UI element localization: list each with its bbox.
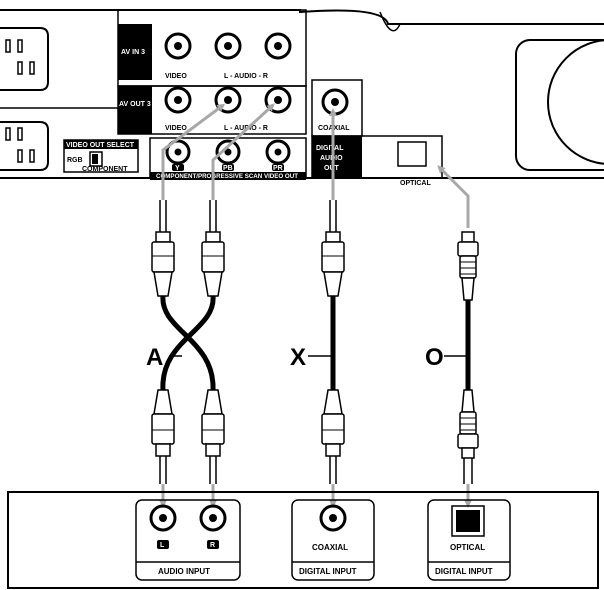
component-block: Y PB PR COMPONENT/PROGRESSIVE SCAN VIDEO…: [149, 137, 307, 180]
rgb-label: RGB: [67, 157, 83, 164]
component-pr-jack[interactable]: [265, 139, 291, 165]
av-out-label: AV OUT 3: [119, 101, 151, 108]
power-connector-bottom: [0, 121, 49, 171]
cable-a-bottom-left-plug: [151, 389, 175, 484]
component-pb-label: PB: [223, 165, 233, 172]
audio-input-l-badge: L: [160, 542, 165, 549]
cable-o-label: O: [425, 344, 444, 371]
av-in-video-label: VIDEO: [165, 73, 187, 80]
digital-input-coax-label: DIGITAL INPUT: [299, 567, 357, 576]
cable-a: A: [146, 200, 225, 484]
coaxial-input-block: COAXIAL DIGITAL INPUT: [291, 499, 375, 581]
av-out-audio-l-jack[interactable]: [214, 86, 242, 114]
av-in-video-jack[interactable]: [164, 32, 192, 60]
av-in-audio-r-jack[interactable]: [264, 32, 292, 60]
receiver-panel: [7, 491, 599, 589]
component-y-label: Y: [175, 165, 180, 172]
video-out-select: VIDEO OUT SELECT RGB COMPONENT: [63, 139, 139, 173]
cable-a-top-right-plug: [201, 200, 225, 297]
connection-arrows: [159, 103, 472, 508]
audio-input-r-badge: R: [210, 542, 215, 549]
av-out-video-label: VIDEO: [165, 125, 187, 132]
coaxial-input-label: COAXIAL: [312, 543, 348, 552]
optical-input-port[interactable]: [451, 505, 485, 537]
audio-input-block: L R AUDIO INPUT: [135, 499, 241, 581]
av-out-3-block: AV OUT 3 VIDEO L - AUDIO - R: [117, 85, 307, 135]
power-connector-top: [0, 27, 49, 91]
audio-input-r-jack[interactable]: [199, 504, 227, 532]
cable-x-label: X: [290, 344, 306, 371]
cable-a-bottom-right-plug: [201, 389, 225, 484]
optical-input-label: OPTICAL: [450, 543, 485, 552]
cable-o: O: [425, 231, 479, 484]
digital-out-line-1: DIGITAL: [316, 145, 344, 152]
av-in-audio-l-jack[interactable]: [214, 32, 242, 60]
av-in-audio-label: L - AUDIO - R: [224, 73, 268, 80]
component-pb-jack[interactable]: [215, 139, 241, 165]
optical-out-port[interactable]: [397, 141, 427, 167]
coaxial-out-block: COAXIAL: [311, 79, 363, 137]
optical-out-label: OPTICAL: [400, 180, 431, 187]
fan-grille: [515, 39, 604, 171]
digital-input-optical-label: DIGITAL INPUT: [435, 567, 493, 576]
av-in-3-block: AV IN 3 VIDEO L - AUDIO - R: [117, 9, 307, 87]
component-scan-label: COMPONENT/PROGRESSIVE SCAN VIDEO OUT: [156, 173, 298, 180]
audio-input-l-jack[interactable]: [149, 504, 177, 532]
av-in-label: AV IN 3: [121, 49, 145, 56]
component-label: COMPONENT: [82, 166, 128, 173]
cable-a-top-left-plug: [151, 200, 175, 297]
audio-input-label: AUDIO INPUT: [158, 567, 210, 576]
component-pr-label: PR: [273, 165, 283, 172]
optical-input-block: OPTICAL DIGITAL INPUT: [427, 499, 511, 581]
cable-x: X: [290, 200, 345, 484]
video-out-select-switch[interactable]: [89, 151, 103, 167]
video-out-select-label: VIDEO OUT SELECT: [66, 142, 135, 149]
av-out-video-jack[interactable]: [164, 86, 192, 114]
av-out-audio-r-jack[interactable]: [264, 86, 292, 114]
component-y-jack[interactable]: [165, 139, 191, 165]
cable-a-label: A: [146, 344, 163, 371]
coaxial-input-jack[interactable]: [319, 504, 347, 532]
